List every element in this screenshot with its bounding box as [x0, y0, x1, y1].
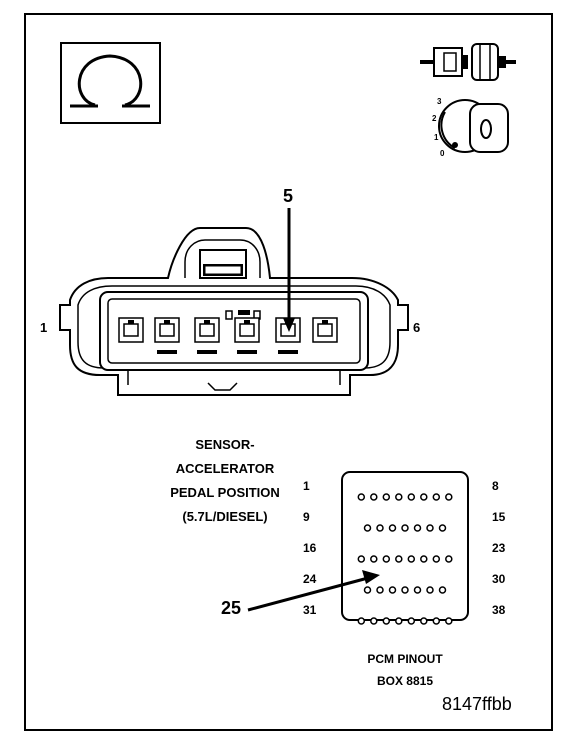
breakout-pin-hole [357, 617, 366, 625]
connector-caption-line: (5.7L/DIESEL) [182, 509, 268, 524]
breakout-pin-hole [363, 586, 372, 594]
ignition-position-label: 1 [434, 133, 439, 142]
row-end-label: 23 [492, 541, 506, 555]
ignition-position-label: 2 [432, 114, 437, 123]
row-start-label: 16 [303, 541, 317, 555]
connector-terminal [154, 317, 180, 354]
breakout-box-caption-line: BOX 8815 [376, 674, 434, 688]
breakout-pin-hole [382, 493, 391, 501]
breakout-box-outline [341, 471, 469, 621]
row-start-label: 1 [303, 479, 310, 493]
breakout-pin-hole [413, 586, 422, 594]
breakout-pin-hole [370, 493, 378, 501]
breakout-pin-hole [370, 617, 378, 625]
row-start-label: 9 [303, 510, 310, 524]
row-end-label: 8 [492, 479, 499, 493]
breakout-pin-hole [376, 524, 384, 532]
breakout-pin-hole [432, 493, 441, 501]
connector-caption: SENSOR- ACCELERATOR PEDAL POSITION (5.7L… [150, 433, 300, 529]
breakout-pin-hole [395, 617, 403, 625]
row-end-label: 38 [492, 603, 506, 617]
breakout-pin-hole [426, 586, 434, 594]
pin-5-callout-label: 5 [283, 186, 294, 206]
breakout-pin-hole [370, 555, 378, 563]
pin-6-label: 6 [413, 320, 421, 335]
breakout-pin-hole [407, 555, 416, 563]
figure-id: 8147ffbb [442, 694, 512, 714]
breakout-pin-hole [413, 524, 422, 532]
breakout-pin-hole [395, 555, 403, 563]
breakout-pin-hole [382, 555, 391, 563]
breakout-pin-hole [445, 493, 453, 501]
row-start-label: 24 [303, 572, 317, 586]
connector-terminal [234, 317, 260, 354]
pin-1-label: 1 [40, 320, 48, 335]
connector-body [59, 227, 409, 396]
breakout-pin-hole [382, 617, 391, 625]
breakout-pin-hole [420, 617, 428, 625]
row-end-label: 30 [492, 572, 506, 586]
breakout-pin-hole [407, 617, 416, 625]
breakout-box-caption-line: PCM PINOUT [367, 652, 443, 666]
connector-terminal [275, 317, 301, 354]
pin-25-pointer-arrow [247, 570, 380, 612]
connector-terminal [118, 317, 144, 343]
breakout-pin-field [357, 493, 453, 625]
breakout-pin-hole [388, 524, 397, 532]
breakout-pin-hole [376, 586, 384, 594]
connector-caption-line: PEDAL POSITION [170, 485, 280, 500]
breakout-pin-hole [401, 586, 409, 594]
breakout-pin-hole [420, 493, 428, 501]
breakout-pin-hole [357, 493, 366, 501]
ignition-position-label: 3 [437, 97, 442, 106]
connector-terminal [312, 317, 338, 343]
breakout-pin-hole [445, 555, 453, 563]
row-start-label: 31 [303, 603, 317, 617]
breakout-pin-hole [401, 524, 409, 532]
ignition-position-label: 0 [440, 149, 445, 158]
breakout-pin-hole [388, 586, 397, 594]
pin-5-pointer-arrow [283, 208, 295, 332]
breakout-pin-hole [363, 524, 372, 532]
disconnected-connector-icon [420, 43, 516, 81]
connector-terminal [194, 317, 220, 354]
ohmmeter-icon [60, 42, 161, 124]
breakout-box-caption: PCM PINOUT BOX 8815 [340, 648, 470, 692]
breakout-pin-hole [445, 617, 453, 625]
breakout-pin-hole [438, 586, 447, 594]
row-end-label: 15 [492, 510, 506, 524]
diagram-frame [24, 13, 553, 731]
connector-caption-line: ACCELERATOR [175, 461, 275, 476]
breakout-pin-hole [438, 524, 447, 532]
breakout-pin-hole [432, 555, 441, 563]
breakout-pin-hole [432, 617, 441, 625]
breakout-pin-hole [357, 555, 366, 563]
breakout-pin-hole [407, 493, 416, 501]
pin-25-callout-label: 25 [221, 598, 242, 618]
connector-caption-line: SENSOR- [195, 437, 255, 452]
breakout-pin-hole [426, 524, 434, 532]
breakout-pin-hole [420, 555, 428, 563]
breakout-pin-hole [395, 493, 403, 501]
ignition-key-switch-icon [438, 99, 509, 153]
